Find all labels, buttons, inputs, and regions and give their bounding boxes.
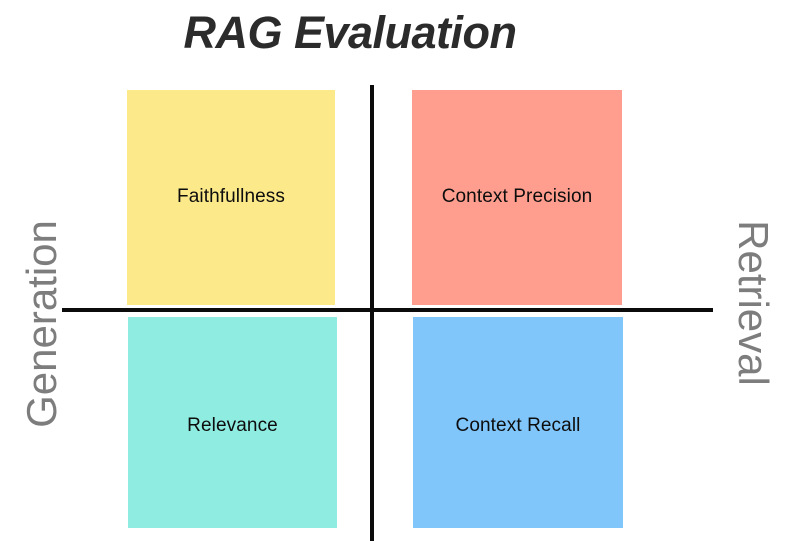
quadrant-label-relevance: Relevance [187,415,278,436]
quadrant-faithfullness[interactable]: Faithfullness [127,90,335,305]
horizontal-axis-line [62,308,713,312]
quadrant-label-faithfullness: Faithfullness [177,186,285,207]
page-title: RAG Evaluation [183,7,517,58]
quadrant-context-precision[interactable]: Context Precision [412,90,622,305]
axis-caption-retrieval: Retrieval [730,220,777,386]
quadrant-context-recall[interactable]: Context Recall [413,317,623,528]
quadrant-relevance[interactable]: Relevance [128,317,337,528]
quadrant-label-context-precision: Context Precision [441,186,593,207]
vertical-axis-line [370,85,374,541]
quadrant-label-context-recall: Context Recall [455,415,581,436]
axis-caption-generation: Generation [18,220,65,428]
